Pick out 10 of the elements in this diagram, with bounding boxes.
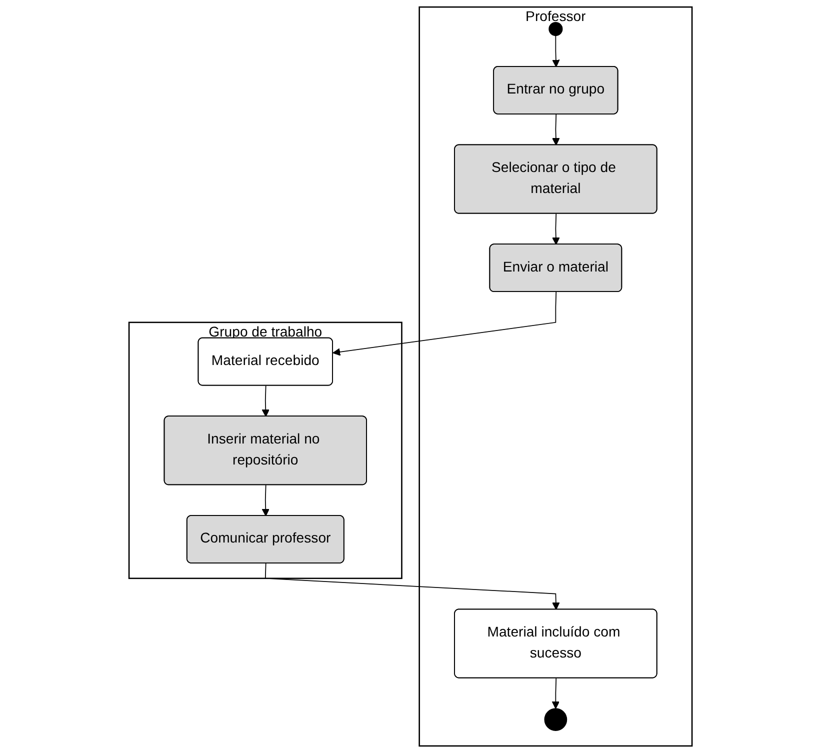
node-circle [544, 708, 568, 731]
arrow [262, 484, 270, 516]
arrow [552, 213, 560, 245]
arrow [333, 292, 558, 356]
arrow [265, 562, 560, 610]
arrow [552, 678, 560, 709]
arrow [552, 114, 560, 146]
arrow [262, 385, 270, 417]
arrow [552, 35, 560, 68]
node-circle [549, 22, 564, 36]
